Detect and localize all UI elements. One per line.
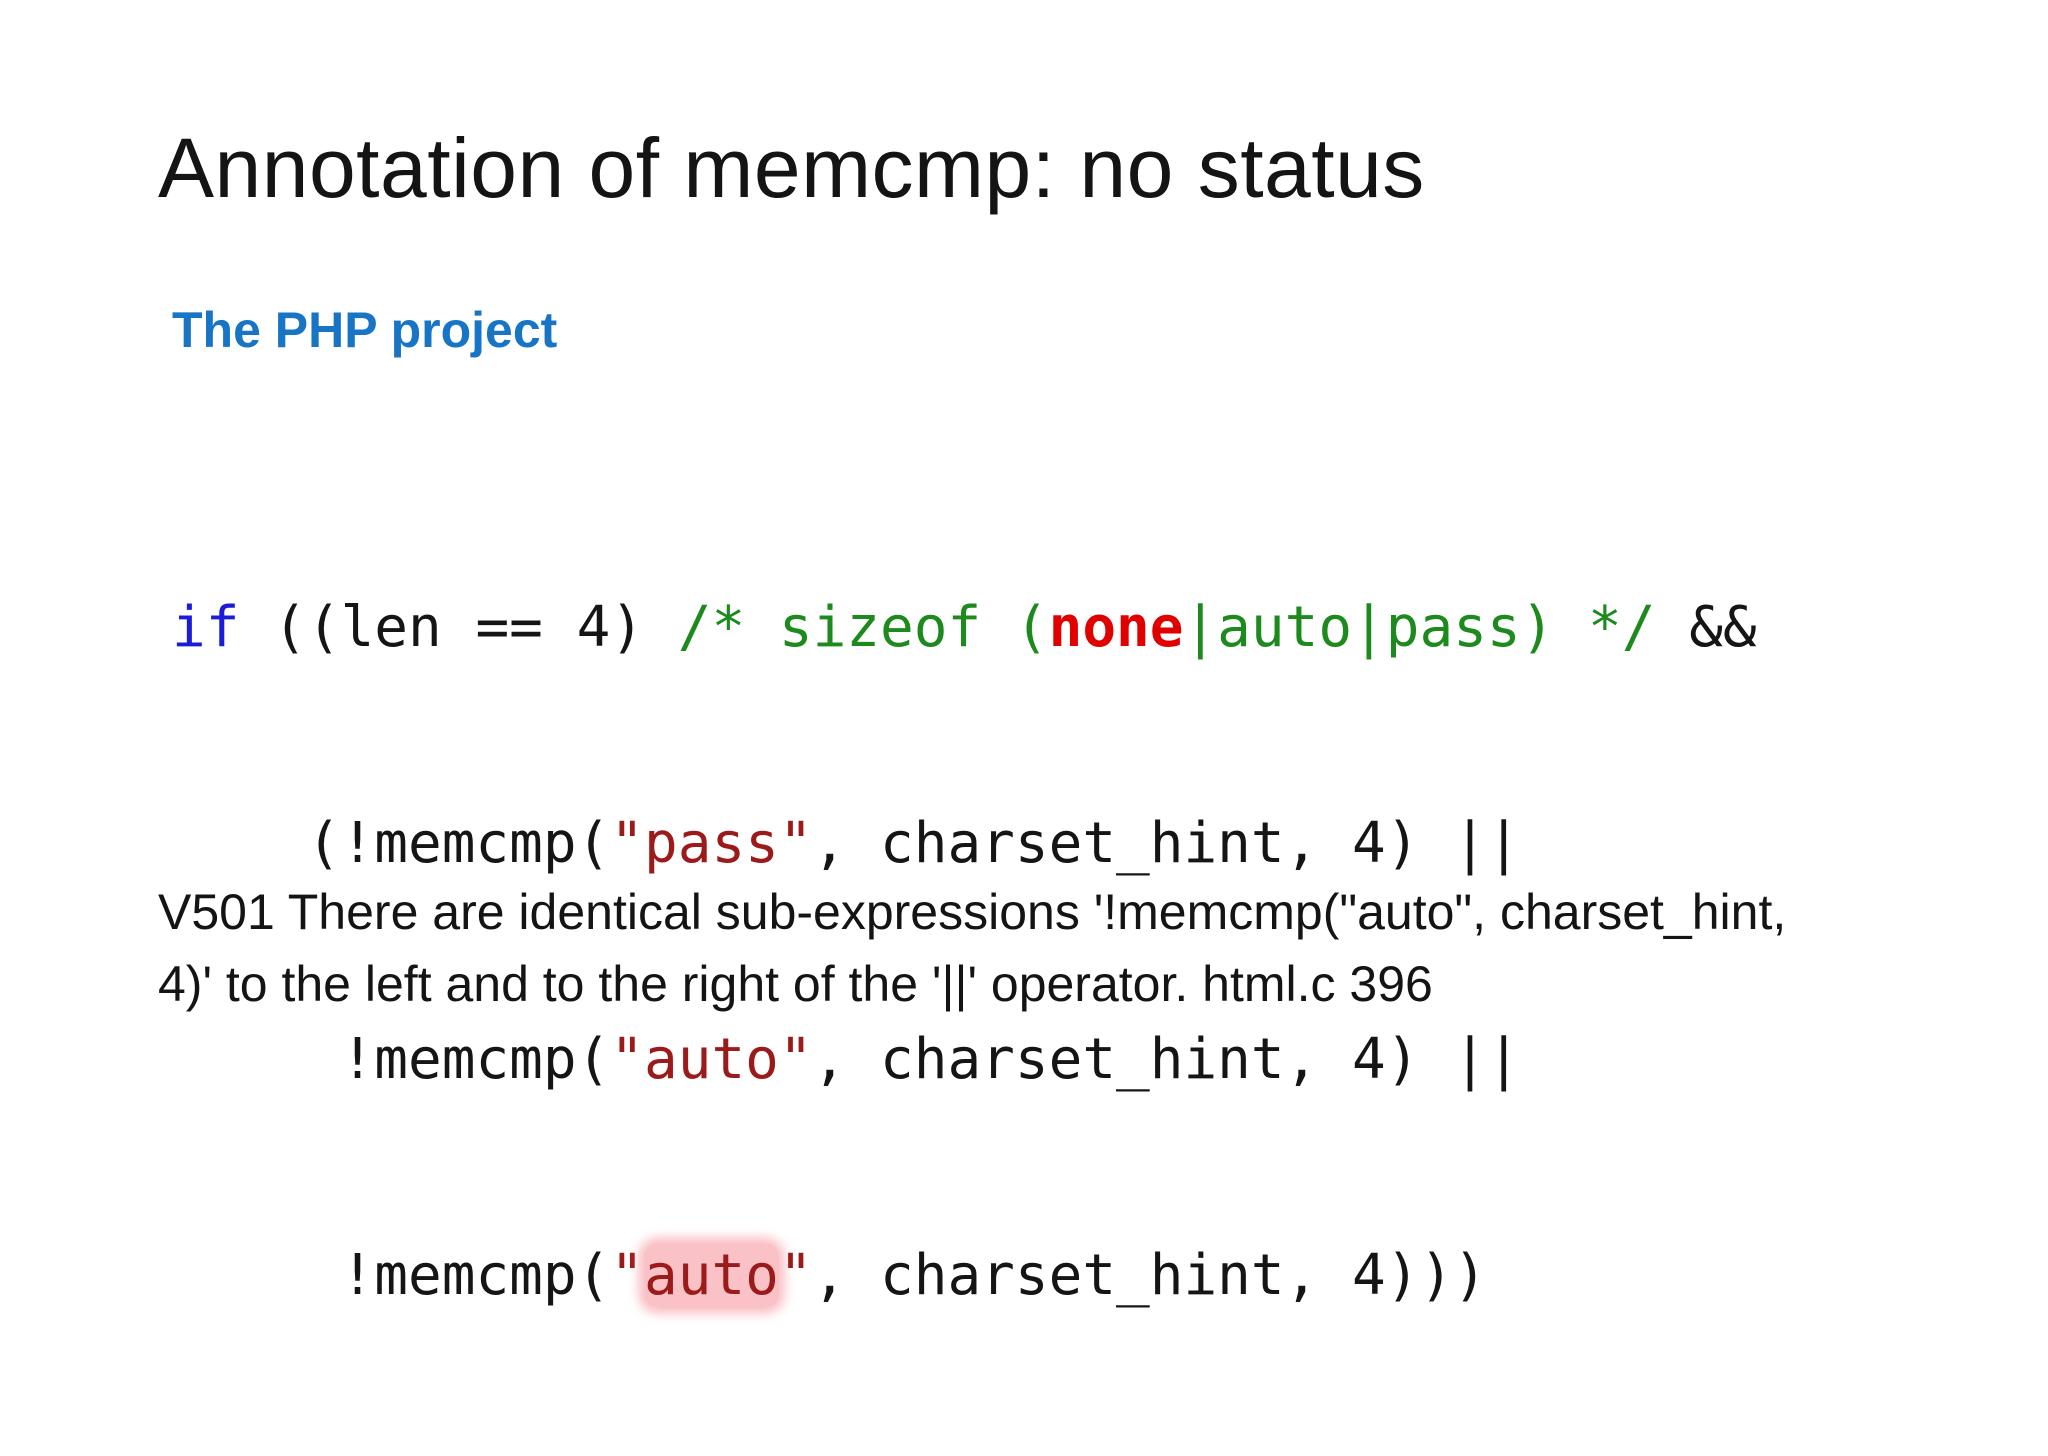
code-text: ((len == 4) xyxy=(239,595,678,660)
code-keyword-if: if xyxy=(172,595,240,660)
code-text: && xyxy=(1655,595,1757,660)
code-string-quote: " xyxy=(778,1243,813,1308)
code-string: "auto" xyxy=(610,1027,813,1092)
code-text: , charset_hint, 4))) xyxy=(812,1243,1487,1308)
code-line-3: !memcmp("auto", charset_hint, 4) || xyxy=(172,1024,1757,1096)
code-emphasis-none: none xyxy=(1048,595,1184,660)
code-text: , charset_hint, 4) || xyxy=(812,1027,1521,1092)
slide-subtitle: The PHP project xyxy=(172,302,558,358)
code-string: "pass" xyxy=(610,811,813,876)
code-indent xyxy=(172,1027,341,1092)
code-line-2: (!memcmp("pass", charset_hint, 4) || xyxy=(172,808,1757,880)
code-text: , charset_hint, 4) || xyxy=(812,811,1521,876)
code-comment-open: /* sizeof ( xyxy=(677,595,1049,660)
code-string-quote: " xyxy=(610,1243,645,1308)
code-line-4: !memcmp("auto", charset_hint, 4))) xyxy=(172,1240,1757,1312)
code-comment-close: |auto|pass) */ xyxy=(1183,595,1656,660)
code-indent xyxy=(172,811,307,876)
code-indent xyxy=(172,1243,341,1308)
analyzer-message-line-2: 4)' to the left and to the right of the … xyxy=(158,956,1433,1012)
code-text: !memcmp( xyxy=(340,1243,611,1308)
code-line-1: if ((len == 4) /* sizeof (none|auto|pass… xyxy=(172,592,1757,664)
code-text: !memcmp( xyxy=(340,1027,611,1092)
slide-title: Annotation of memcmp: no status xyxy=(158,121,1425,215)
analyzer-message-line-1: V501 There are identical sub-expressions… xyxy=(158,884,1787,940)
code-text: (!memcmp( xyxy=(306,811,611,876)
slide: Annotation of memcmp: no status The PHP … xyxy=(158,121,1998,1308)
analyzer-message: V501 There are identical sub-expressions… xyxy=(158,876,1998,1020)
code-highlighted-duplicate: auto xyxy=(644,1243,779,1308)
